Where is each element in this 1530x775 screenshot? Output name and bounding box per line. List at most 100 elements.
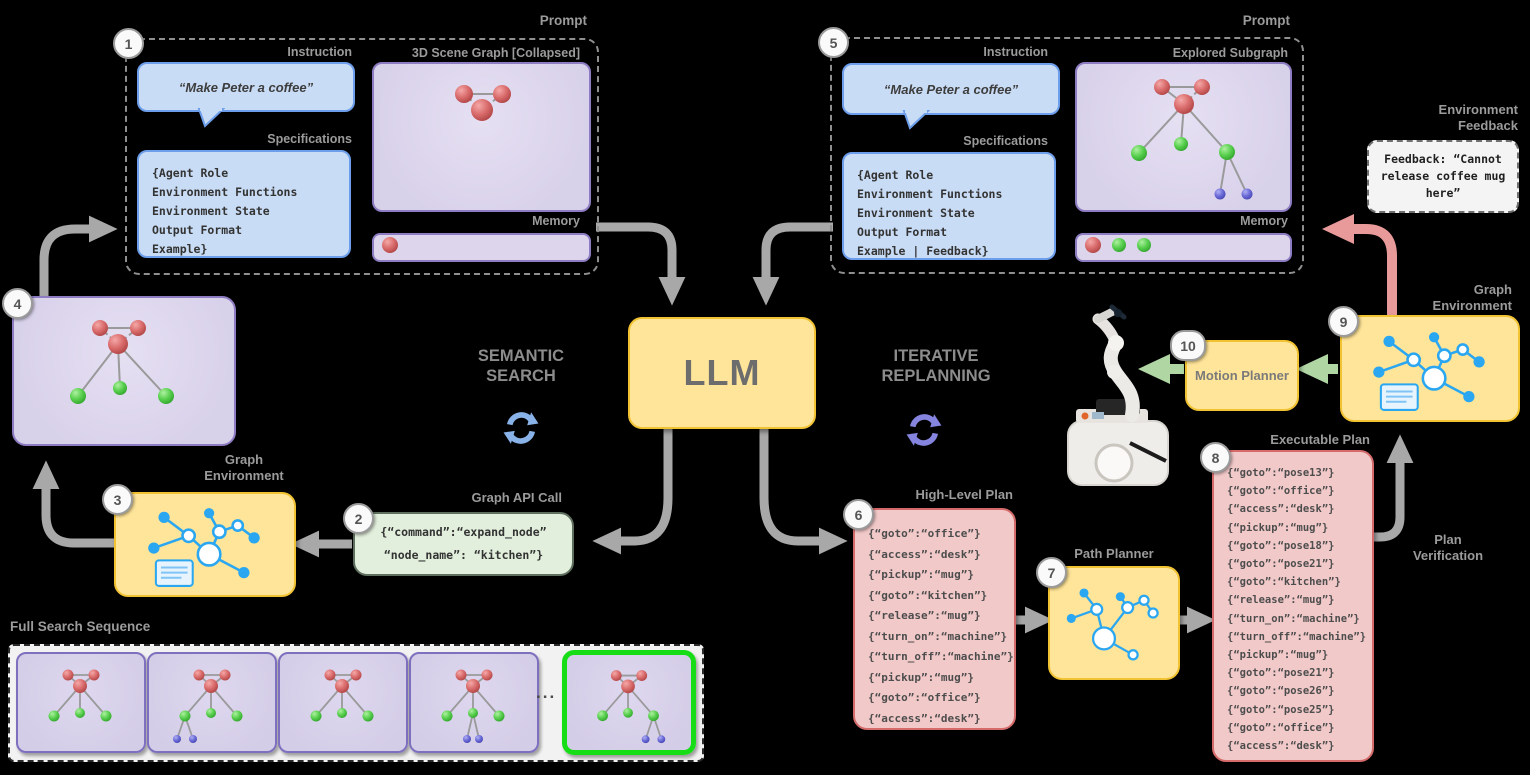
plan-line: {“turn_on”:“machine”} (868, 629, 1008, 643)
step-badge-10: 10 (1170, 330, 1206, 361)
step-badge-7: 7 (1036, 557, 1067, 588)
search-step-thumb-2 (147, 652, 277, 753)
path-planner-box (1048, 566, 1180, 680)
semantic-search-cycle-icon (503, 412, 539, 444)
plan-line: {“access”:“desk”} (868, 711, 981, 725)
llm-box: LLM (628, 317, 816, 429)
memory-nodes-left (382, 237, 398, 253)
red-node (455, 85, 473, 103)
instruction-label-left: Instruction (287, 45, 352, 59)
plan-line: {“turn_off”:“machine”} (868, 650, 1014, 663)
step-badge-3: 3 (102, 484, 133, 515)
search-step-graph-final (597, 670, 666, 744)
green-node (1174, 137, 1188, 151)
executable-plan-box: {“goto”:“pose13”} {“goto”:“office”} {“acce… (1212, 450, 1374, 762)
spec-line: Output Format (857, 225, 948, 239)
search-step-graph-3 (310, 669, 374, 722)
search-step-graph-1 (48, 669, 112, 722)
red-node (1194, 79, 1210, 95)
iterative-replanning-label: ITERATIVE REPLANNING (881, 347, 991, 385)
explored-subgraph-label: Explored Subgraph (1172, 46, 1288, 60)
spec-line: Environment Functions (152, 185, 298, 199)
spec-line: Environment State (152, 204, 270, 218)
graph-environment-icon (148, 507, 260, 587)
search-step-graph-2 (173, 669, 243, 743)
instruction-bubble-left: “Make Peter a coffee” (137, 62, 355, 112)
llm-label: LLM (683, 352, 761, 393)
plan-line: {“turn_off”:“machine”} (1227, 630, 1367, 643)
plan-line: {“goto”:“pose18”} (1227, 539, 1335, 552)
plan-line: {“release”:“mug”} (868, 609, 981, 622)
plan-line: {“goto”:“pose25”} (1227, 703, 1335, 716)
environment-feedback-box: Feedback: “Cannot release coffee mug her… (1367, 140, 1519, 213)
document-icon (1379, 382, 1419, 411)
prompt-right-box (830, 37, 1304, 274)
blue-node (1214, 188, 1226, 200)
graph-environment-icon (1373, 331, 1485, 411)
step-badge-1: 1 (113, 28, 144, 59)
spec-line: Environment Functions (857, 187, 1003, 201)
plan-line: {“goto”:“office”} (1227, 721, 1335, 734)
plan-line: {“pickup”:“mug”} (1227, 521, 1329, 534)
step-badge-2: 2 (343, 503, 374, 534)
semantic-search-label: SEMANTIC SEARCH (477, 347, 565, 385)
plan-line: {“access”:“desk”} (1227, 503, 1335, 516)
scene-graph-label: 3D Scene Graph [Collapsed] (411, 46, 580, 60)
red-node (493, 85, 511, 103)
green-node (1112, 238, 1126, 252)
memory-strip-right (1075, 233, 1292, 262)
specifications-label-left: Specifications (267, 132, 352, 146)
green-node (113, 381, 127, 395)
instruction-text-right: “Make Peter a coffee” (883, 81, 1019, 97)
path-planner-label: Path Planner (1074, 546, 1154, 561)
explored-subgraph-panel (1075, 62, 1292, 212)
explored-subgraph (1131, 79, 1253, 200)
step-badge-9: 9 (1328, 306, 1359, 337)
robot-image (1067, 304, 1169, 486)
green-node (158, 388, 174, 404)
instruction-text-left: “Make Peter a coffee” (178, 79, 314, 95)
collapsed-scene-graph-panel (372, 62, 591, 212)
plan-line: {“goto”:“office”} (868, 691, 981, 704)
red-node (471, 99, 493, 121)
graph-environment-right-label: Graph Environment (1432, 282, 1512, 313)
graph-api-call-box: {“command”:“expand_node”“node_name”: “ki… (353, 512, 574, 576)
plan-line: {“access”:“desk”} (1227, 740, 1335, 753)
plan-line: {“release”:“mug”} (1227, 594, 1335, 607)
blue-node (1241, 188, 1253, 200)
plan-line: {“goto”:“office”} (1227, 485, 1335, 498)
step-badge-8: 8 (1200, 442, 1231, 473)
plan-line: {“goto”:“pose21”} (1227, 558, 1335, 571)
prompt-right-title: Prompt (1242, 13, 1290, 28)
plan-line: {“goto”:“pose26”} (1227, 685, 1335, 698)
step-badge-6: 6 (843, 499, 874, 530)
plan-verification-label: Plan Verification (1412, 532, 1484, 563)
plan-line: {“goto”:“pose13”} (1227, 467, 1335, 479)
graph-environment-left-box (114, 492, 296, 597)
plan-line: {“goto”:“kitchen”} (868, 588, 988, 602)
memory-strip-left (372, 233, 591, 262)
green-node (1131, 145, 1147, 161)
spec-line: {Agent Role (152, 166, 229, 180)
high-level-plan-label: High-Level Plan (915, 487, 1013, 502)
iterative-replanning-cycle-icon (906, 414, 942, 446)
api-call-line: “node_name”: “kitchen”} (383, 548, 544, 562)
memory-label-right: Memory (1240, 214, 1288, 228)
speech-tail-left (197, 108, 225, 128)
speech-tail-right (902, 110, 930, 130)
search-step-thumb-3 (278, 652, 408, 753)
memory-nodes-right (1085, 237, 1151, 253)
red-node (1154, 79, 1170, 95)
red-node (1085, 237, 1101, 253)
spec-line: Environment State (857, 206, 975, 220)
search-sequence-ellipsis: ... (536, 683, 557, 702)
spec-line: Example} (152, 242, 208, 256)
instruction-bubble-right: “Make Peter a coffee” (842, 63, 1060, 115)
green-node (1219, 144, 1235, 160)
green-node (70, 388, 86, 404)
full-search-sequence-label: Full Search Sequence (10, 619, 151, 634)
environment-feedback-label: Environment Feedback (1438, 102, 1518, 133)
